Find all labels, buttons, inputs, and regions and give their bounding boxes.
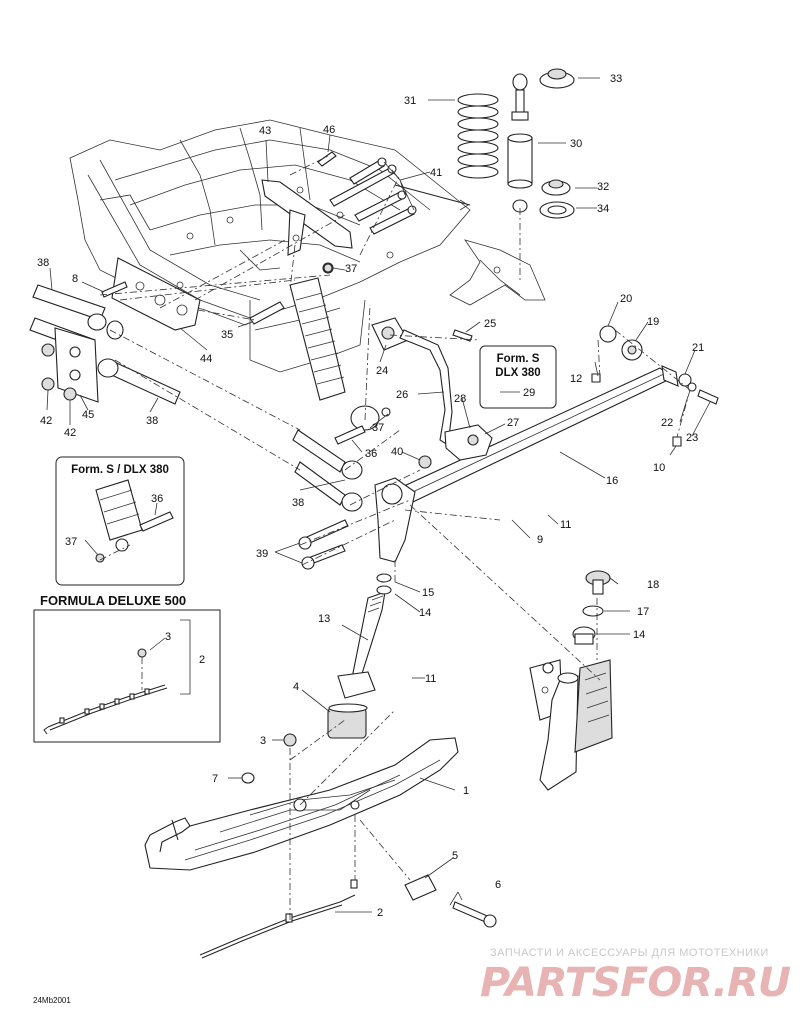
callout-38-mid: 38 [146,415,158,427]
callout-12: 12 [570,373,582,385]
box-heading: FORMULA DELUXE 500 [40,593,186,608]
callout-13: 13 [318,613,330,625]
callout-2-box: 2 [199,654,205,666]
spring [457,93,499,179]
callout-38-low: 38 [292,497,304,509]
callout-19: 19 [647,316,659,328]
formula-deluxe-500-box: FORMULA DELUXE 500 [33,593,221,743]
callout-40: 40 [391,446,403,458]
callout-33: 33 [610,73,622,85]
callout-29: 29 [523,387,535,399]
callout-28: 28 [454,393,466,405]
callout-9: 9 [537,534,543,546]
callout-20: 20 [620,293,632,305]
callout-42: 42 [40,415,52,427]
callout-22: 22 [661,417,673,429]
callout-numbers: 1 2 2 3 3 4 5 6 7 8 9 10 11 11 12 13 14 … [37,73,704,919]
callout-31: 31 [404,95,416,107]
watermark: ЗАПЧАСТИ И АКСЕССУАРЫ ДЛЯ МОТОТЕХНИКИ PA… [480,947,792,1006]
callout-14: 14 [419,607,431,619]
box-label: Form. S / DLX 380 [71,464,169,476]
figure-code: 24Mb2001 [33,996,71,1005]
callout-30: 30 [570,138,582,150]
callout-38: 38 [37,257,49,269]
callout-46: 46 [323,124,335,136]
steering-support-bracket [449,239,546,306]
spindle-detail [529,570,613,791]
callout-16: 16 [606,475,618,487]
callout-37-mid: 37 [372,422,384,434]
box-label-line2: DLX 380 [495,367,540,379]
callout-32: 32 [597,181,609,193]
callout-25: 25 [484,318,496,330]
assembly-lines [99,154,691,920]
chassis-frame [69,119,471,431]
callout-2: 2 [377,907,383,919]
form-s-dlx380-box-left: Form. S / DLX 380 [55,456,185,586]
callout-37-box: 37 [65,536,77,548]
callout-27: 27 [507,417,519,429]
callout-41: 41 [430,167,442,179]
callout-4: 4 [293,681,299,693]
callout-17: 17 [637,606,649,618]
form-s-dlx380-box-right: Form. S DLX 380 [479,345,557,409]
callout-24: 24 [376,365,388,377]
callout-36-box: 36 [151,493,163,505]
shock-absorber-parts [457,68,575,219]
callout-18: 18 [647,579,659,591]
left-shaft-parts [29,257,432,570]
callout-1: 1 [463,785,469,797]
watermark-logo: PARTSFOR.RU [480,960,791,1006]
leader-lines [46,77,711,913]
callout-43: 43 [259,125,271,137]
callout-11-lower: 11 [425,673,436,685]
callout-39: 39 [256,548,268,560]
callout-44: 44 [200,353,212,365]
callout-14-right: 14 [633,629,645,641]
callout-34: 34 [597,203,609,215]
box-label-line1: Form. S [497,353,540,365]
callout-36: 36 [365,448,377,460]
watermark-caption: ЗАПЧАСТИ И АКСЕССУАРЫ ДЛЯ МОТОТЕХНИКИ [490,947,769,959]
callout-8: 8 [72,273,78,285]
callout-37: 37 [345,263,357,275]
callout-21: 21 [692,342,704,354]
callout-23: 23 [686,432,698,444]
callout-15: 15 [422,587,434,599]
callout-42-lower: 42 [64,427,76,439]
callout-3: 3 [260,735,266,747]
callout-7: 7 [212,773,218,785]
callout-5: 5 [452,850,458,862]
callout-26: 26 [396,389,408,401]
callout-6: 6 [495,879,501,891]
callout-45: 45 [82,409,94,421]
callout-11: 11 [560,519,571,531]
callout-10: 10 [653,462,665,474]
callout-35: 35 [221,329,233,341]
callout-3-box: 3 [165,631,171,643]
spindle [351,477,416,681]
